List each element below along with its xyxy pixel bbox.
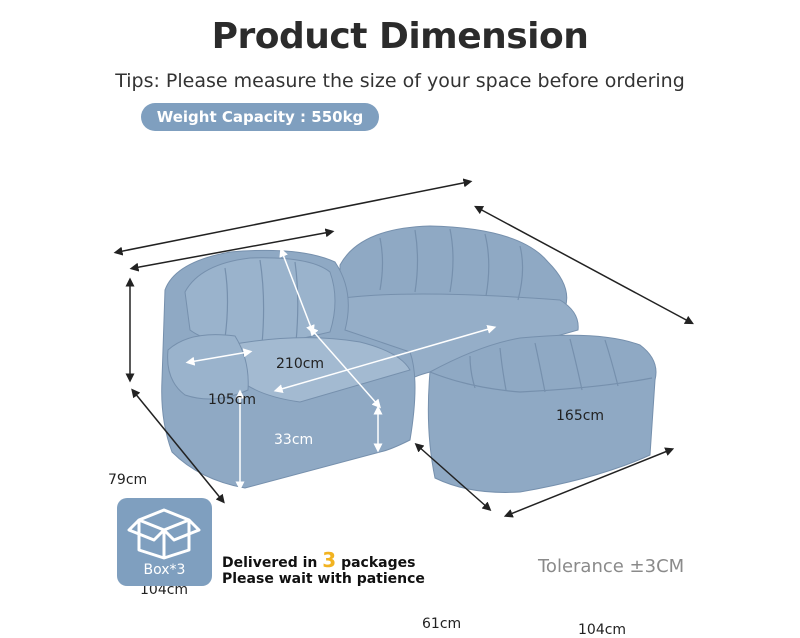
tolerance-text: Tolerance ±3CM <box>538 556 685 577</box>
dim-seat-depth: 68cm <box>310 495 350 511</box>
dim-module-width: 105cm <box>208 392 257 408</box>
delivery-note: Delivered in 3 packages Please wait with… <box>222 550 425 587</box>
dim-ottoman-depth: 61cm <box>422 616 462 632</box>
dim-ottoman-width: 104cm <box>578 622 627 638</box>
sofa-drawing <box>113 178 694 518</box>
dim-total-width: 210cm <box>276 356 325 372</box>
dim-total-depth: 165cm <box>556 408 605 424</box>
dim-module-depth: 104cm <box>140 582 189 598</box>
dim-seat-width: 152cm <box>390 495 439 511</box>
tips-text: Tips: Please measure the size of your sp… <box>115 70 685 92</box>
package-count: 3 <box>322 548 337 572</box>
page-title: Product Dimension <box>211 16 589 57</box>
dim-seat-height: 45cm <box>358 564 398 580</box>
dim-height: 79cm <box>108 472 148 488</box>
delivery-line-1: Delivered in 3 packages <box>222 550 425 571</box>
box-badge: Box*3 <box>117 498 212 586</box>
dim-back-height: 33cm <box>274 432 314 448</box>
delivery-suffix: packages <box>336 555 416 571</box>
sofa-illustration: 210cm 105cm 165cm 79cm 33cm 29cm 68cm 15… <box>0 150 800 638</box>
delivery-line-2: Please wait with patience <box>222 571 425 587</box>
box-label: Box*3 <box>143 562 186 578</box>
delivery-prefix: Delivered in <box>222 555 323 571</box>
box-icon <box>127 508 201 560</box>
weight-capacity-badge: Weight Capacity : 550kg <box>141 103 379 131</box>
dim-arm-height: 55cm <box>224 582 264 598</box>
